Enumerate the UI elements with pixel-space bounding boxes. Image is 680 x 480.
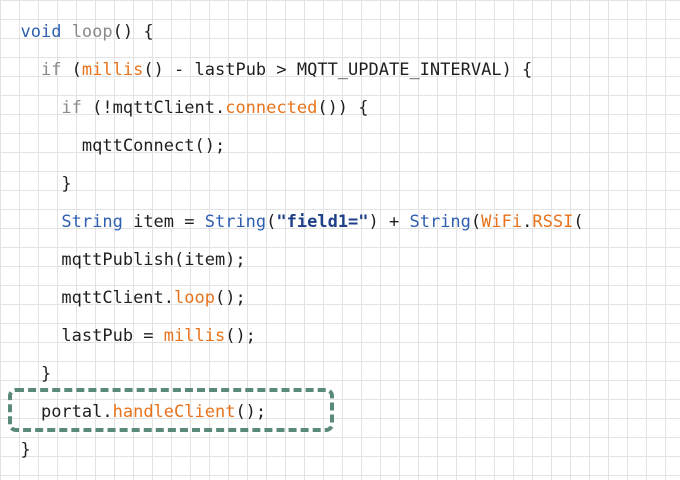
code-line: void loop() {: [0, 13, 680, 51]
code-token: void: [20, 22, 62, 42]
code-token: [61, 22, 71, 42]
code-token: ();: [225, 326, 256, 346]
code-indent: [0, 174, 61, 194]
code-line: if (millis() - lastPub > MQTT_UPDATE_INT…: [0, 51, 680, 89]
code-line: if (!mqttClient.connected()) {: [0, 89, 680, 127]
code-token: mqttPublish(item);: [61, 250, 246, 270]
code-token: }: [61, 174, 72, 194]
code-token: (: [61, 60, 82, 80]
code-token: loop: [71, 22, 113, 42]
code-indent: [0, 250, 61, 270]
code-token: "field1=": [276, 212, 369, 232]
code-line: lastPub = millis();: [0, 317, 680, 355]
code-line: }: [0, 165, 680, 203]
code-indent: [0, 364, 41, 384]
code-token: mqttClient.: [61, 288, 175, 308]
code-indent: [0, 22, 20, 42]
code-token: millis: [81, 60, 144, 80]
code-token: .: [522, 212, 533, 232]
code-line: mqttConnect();: [0, 127, 680, 165]
code-indent: [0, 440, 20, 460]
code-block: void loop() { if (millis() - lastPub > M…: [0, 13, 680, 469]
code-token: handleClient: [112, 402, 236, 422]
code-token: portal.: [40, 402, 113, 422]
code-token: (: [470, 212, 482, 232]
code-indent: [0, 326, 61, 346]
code-indent: [0, 136, 82, 156]
code-token: mqttConnect();: [81, 136, 226, 156]
code-indent: [0, 212, 61, 232]
code-token: connected: [225, 98, 318, 118]
code-token: }: [40, 364, 52, 384]
code-token: ()) {: [317, 98, 369, 118]
code-line: }: [0, 355, 680, 393]
code-token: ) +: [368, 212, 410, 232]
code-token: String: [204, 212, 267, 232]
code-token: (: [573, 212, 584, 232]
code-token: (: [266, 212, 277, 232]
code-token: ();: [235, 402, 267, 422]
code-token: if: [40, 60, 62, 80]
code-token: (!mqttClient.: [81, 98, 226, 118]
code-token: String: [61, 212, 123, 232]
code-token: ();: [214, 288, 246, 308]
code-token: WiFi: [481, 212, 523, 232]
code-token: millis: [163, 326, 226, 346]
code-token: RSSI: [532, 212, 574, 232]
code-token: () - lastPub > MQTT_UPDATE_INTERVAL) {: [143, 60, 533, 80]
code-line: mqttPublish(item);: [0, 241, 680, 279]
code-token: () {: [112, 22, 154, 42]
code-line: portal.handleClient();: [0, 393, 680, 431]
code-indent: [0, 98, 61, 118]
code-token: loop: [174, 288, 215, 308]
code-token: lastPub =: [61, 326, 164, 346]
code-token: String: [409, 212, 471, 232]
code-token: if: [61, 98, 82, 118]
code-indent: [0, 60, 41, 80]
code-token: item =: [122, 212, 205, 232]
code-token: }: [20, 440, 31, 460]
code-line: }: [0, 431, 680, 469]
code-indent: [0, 288, 61, 308]
highlight-box: [8, 388, 334, 432]
code-line: String item = String("field1=") + String…: [0, 203, 680, 241]
code-line: mqttClient.loop();: [0, 279, 680, 317]
